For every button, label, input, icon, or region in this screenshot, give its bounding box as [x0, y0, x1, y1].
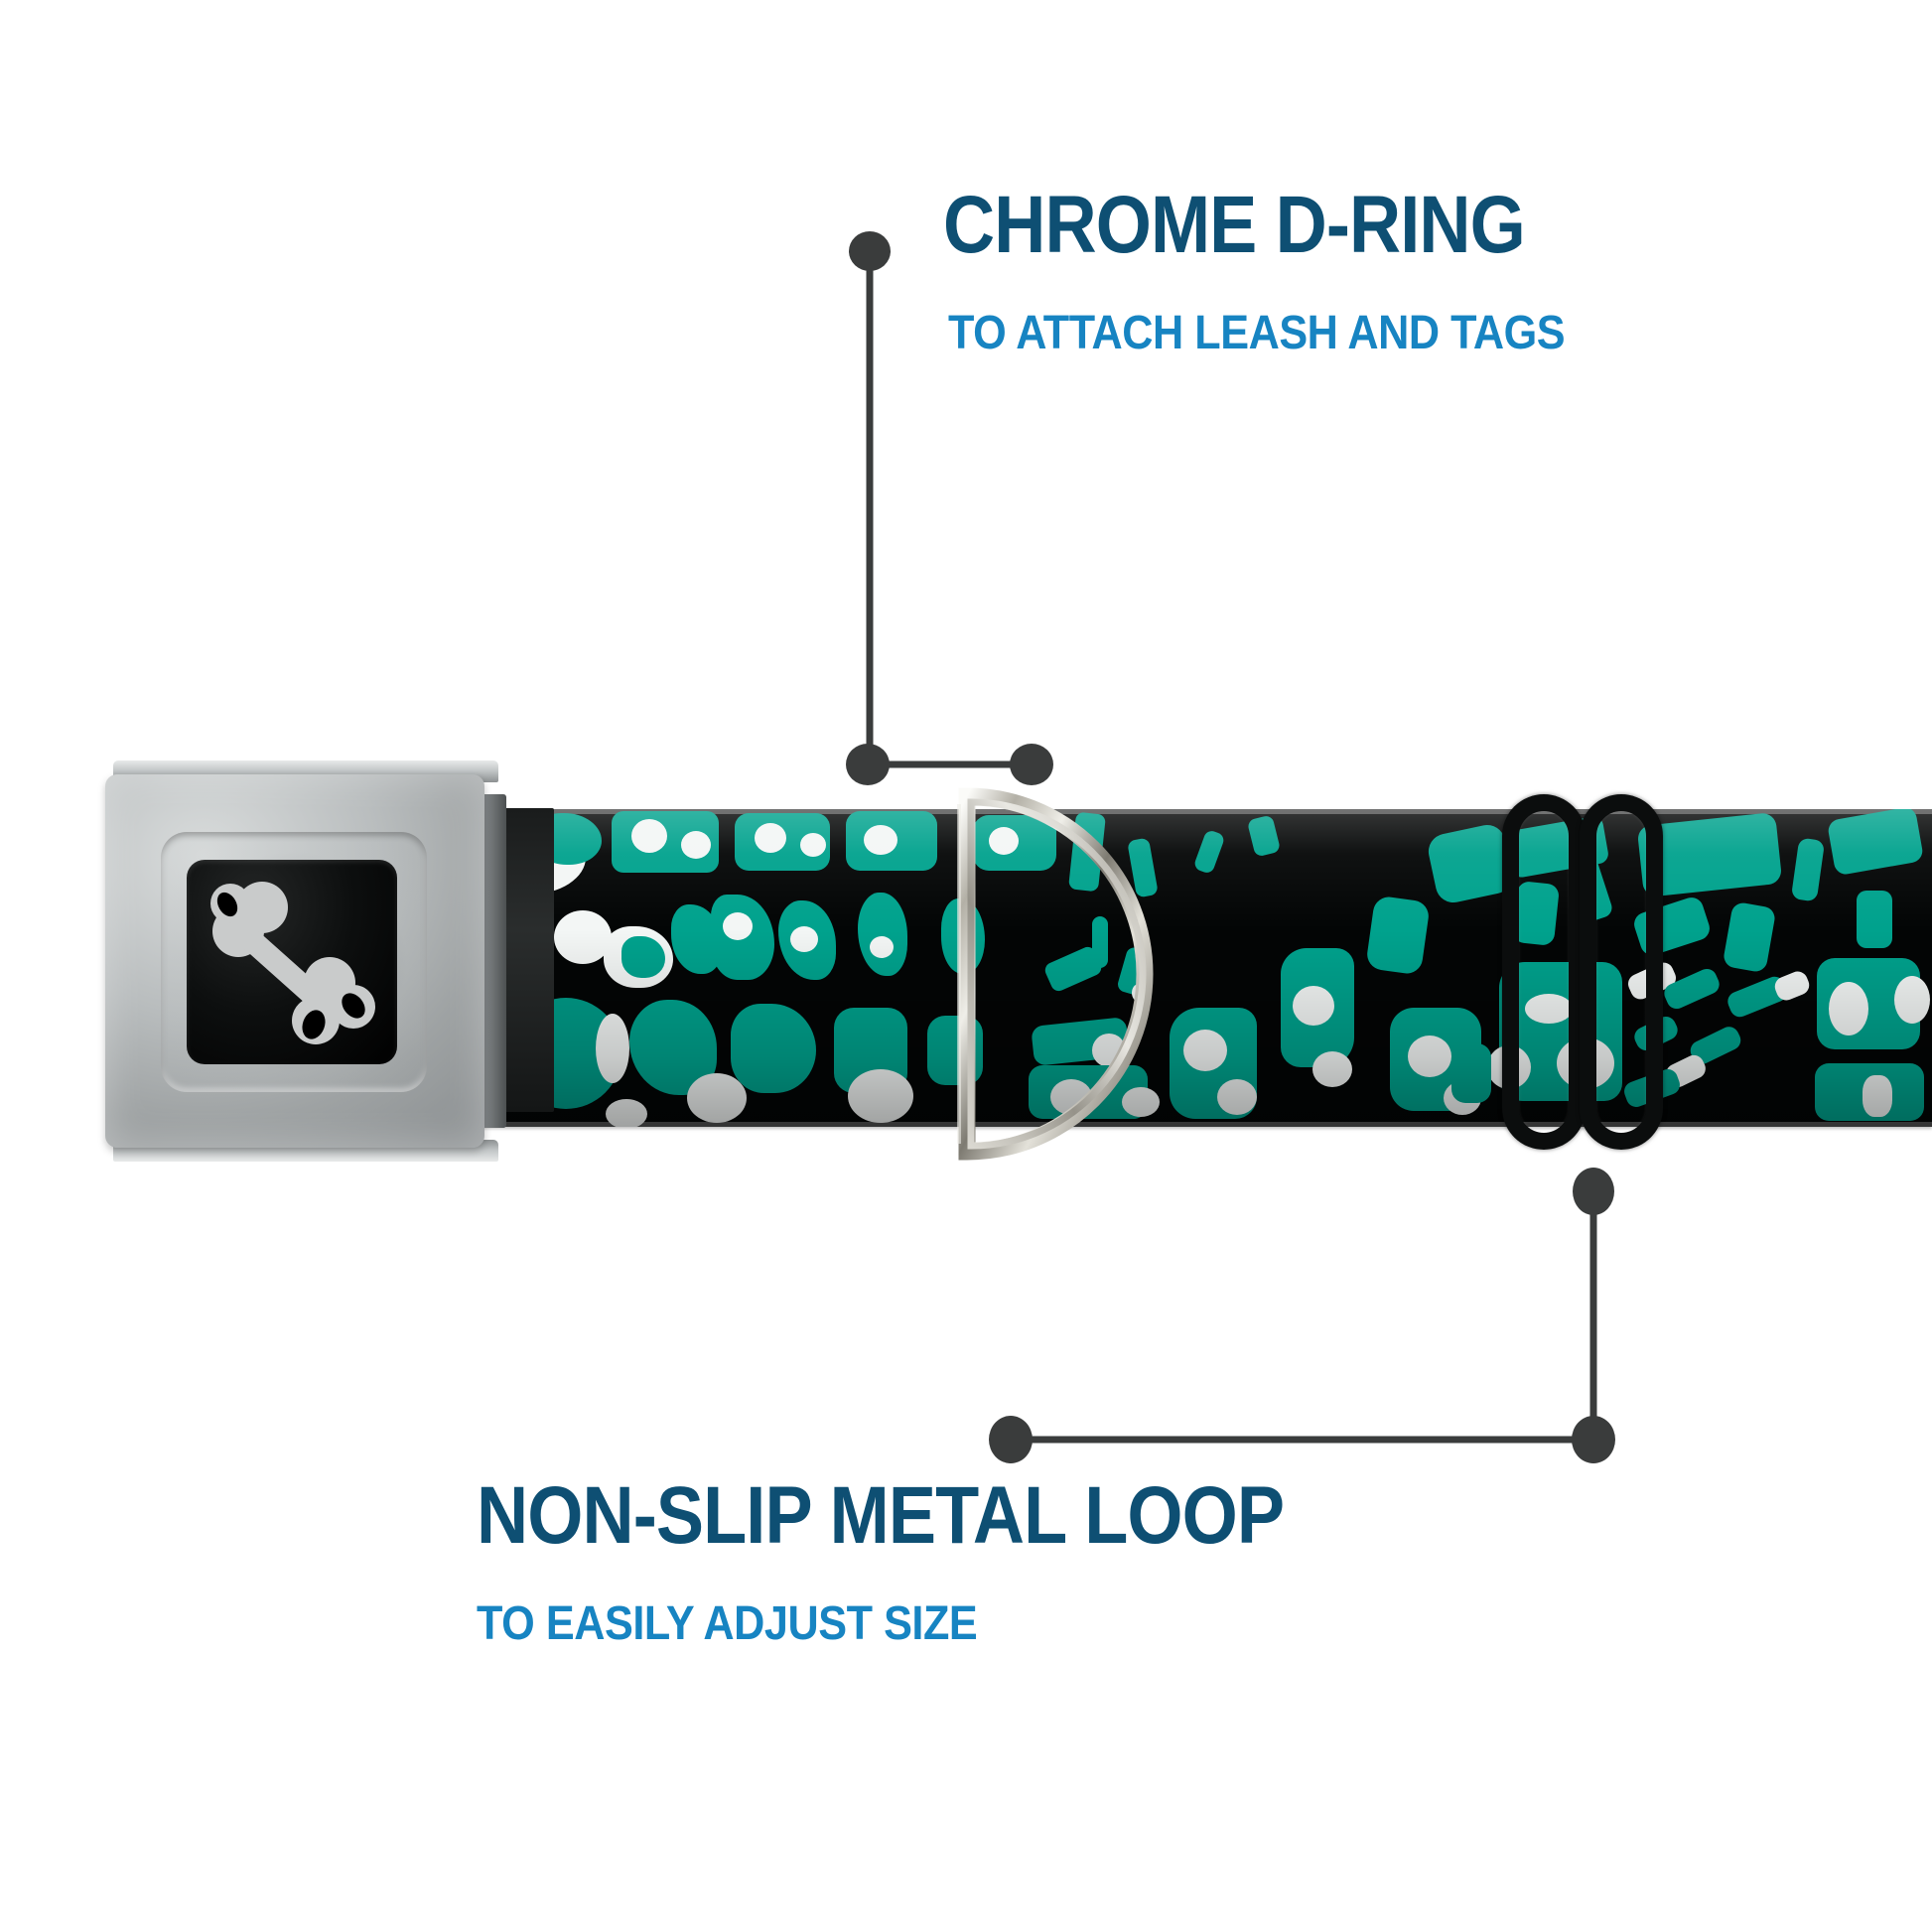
strap-edge-bottom: [437, 1122, 1932, 1127]
strap-pattern: [437, 809, 1932, 1127]
callout-subtitle-chrome-d-ring: TO ATTACH LEASH AND TAGS: [948, 307, 1566, 359]
slider-right-bar: [1580, 794, 1663, 1150]
d-ring: [937, 780, 1166, 1168]
buckle-body: [105, 774, 484, 1148]
dog-bone-icon: [210, 882, 375, 1044]
slider-left-bar: [1502, 794, 1586, 1150]
buckle-logo-window: [187, 860, 397, 1064]
callout-subtitle-non-slip-metal-loop: TO EASILY ADJUST SIZE: [477, 1597, 978, 1650]
metal-slider-loop: [1502, 794, 1677, 1150]
buckle: [105, 760, 554, 1162]
strap-edge-top: [437, 809, 1932, 814]
d-ring-shape: [951, 787, 1154, 1161]
callout-title-chrome-d-ring: CHROME D-RING: [943, 180, 1526, 270]
collar-strap: [437, 809, 1932, 1127]
callout-title-non-slip-metal-loop: NON-SLIP METAL LOOP: [477, 1470, 1285, 1561]
